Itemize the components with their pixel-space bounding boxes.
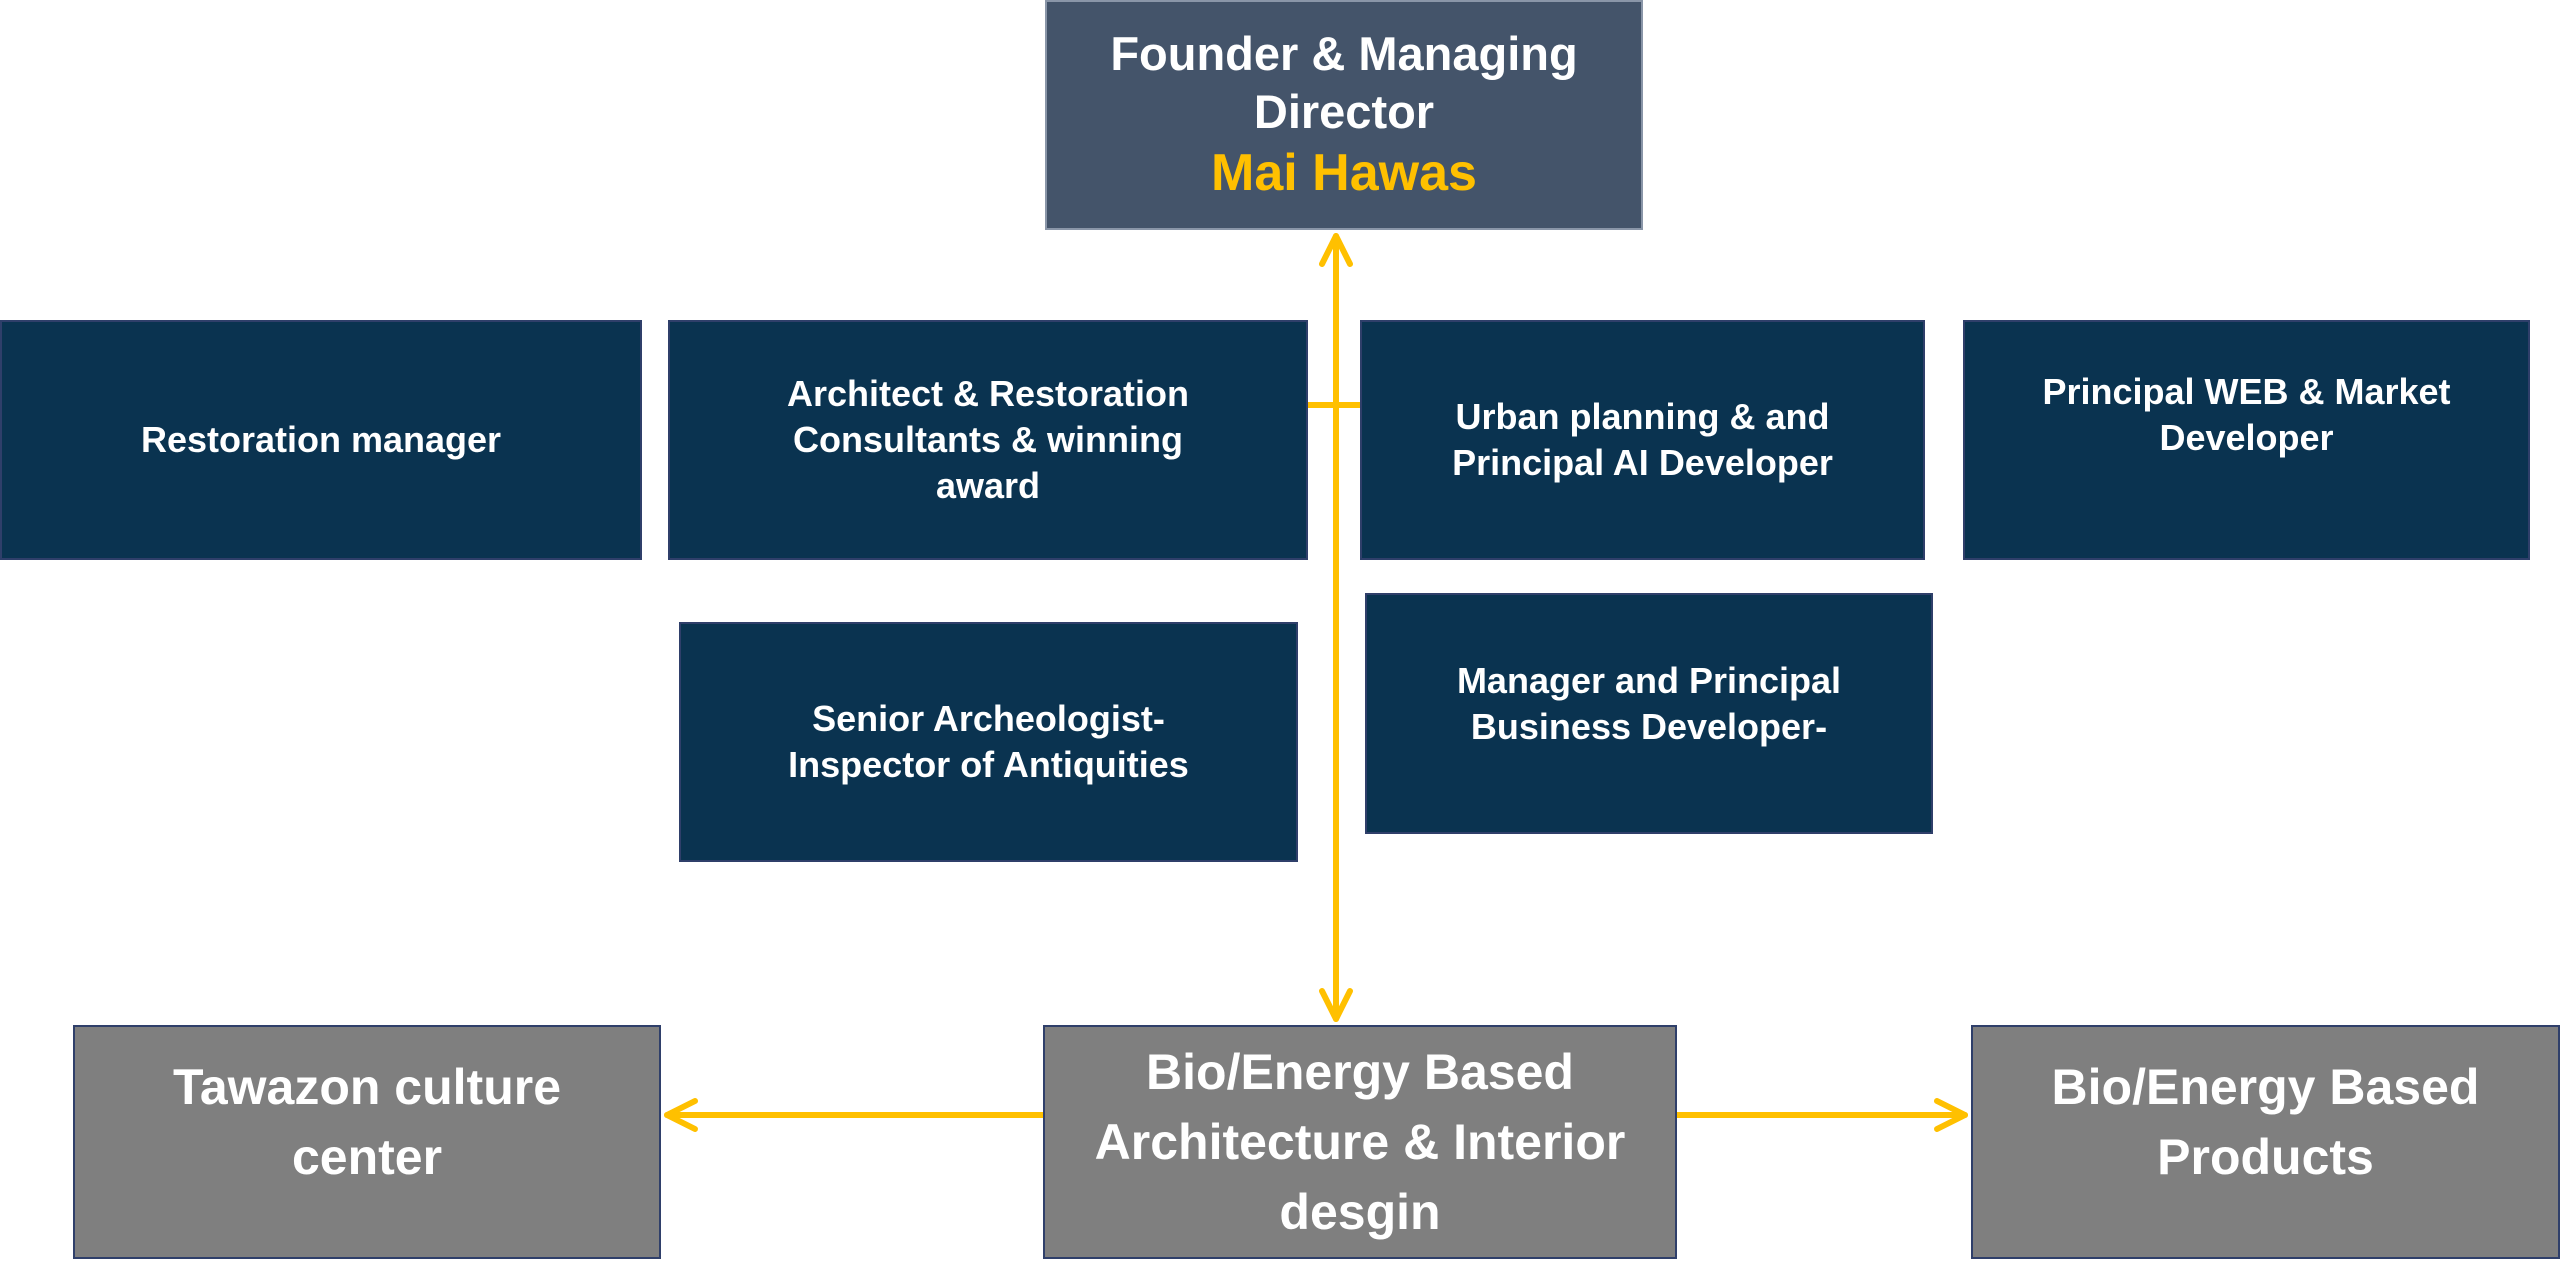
founder-name: Mai Hawas <box>1211 144 1477 202</box>
role-label: Urban planning & and Principal AI Develo… <box>1452 396 1833 483</box>
role-label: Senior Archeologist- Inspector of Antiqu… <box>788 698 1189 785</box>
role-label: Manager and Principal Business Developer… <box>1456 659 1842 747</box>
role-label: Restoration manager <box>140 419 502 460</box>
role-box: Restoration manager <box>0 320 642 560</box>
founder-box: Founder & Managing Director Mai Hawas <box>1045 0 1643 230</box>
unit-label: Bio/Energy Based Architecture & Interior… <box>1094 1044 1626 1240</box>
arrow-down-head <box>1319 988 1353 1022</box>
arrow-left-head <box>664 1098 698 1132</box>
unit-box-culture-center: Tawazon culture center <box>73 1025 661 1259</box>
role-box: Senior Archeologist- Inspector of Antiqu… <box>679 622 1298 862</box>
unit-box-architecture: Bio/Energy Based Architecture & Interior… <box>1043 1025 1677 1259</box>
unit-box-products: Bio/Energy Based Products <box>1971 1025 2560 1259</box>
role-label: Principal WEB & Market Developer <box>2042 371 2451 458</box>
founder-title: Founder & Managing Director <box>1110 27 1578 138</box>
role-box: Principal WEB & Market Developer <box>1963 320 2530 560</box>
role-box: Architect & Restoration Consultants & wi… <box>668 320 1308 560</box>
arrow-up-head <box>1319 233 1353 267</box>
unit-label: Tawazon culture center <box>172 1059 561 1185</box>
role-box: Urban planning & and Principal AI Develo… <box>1360 320 1925 560</box>
role-label: Architect & Restoration Consultants & wi… <box>786 373 1190 506</box>
role-box: Manager and Principal Business Developer… <box>1365 593 1933 834</box>
arrow-right-head <box>1934 1098 1968 1132</box>
unit-label: Bio/Energy Based Products <box>2051 1059 2480 1185</box>
